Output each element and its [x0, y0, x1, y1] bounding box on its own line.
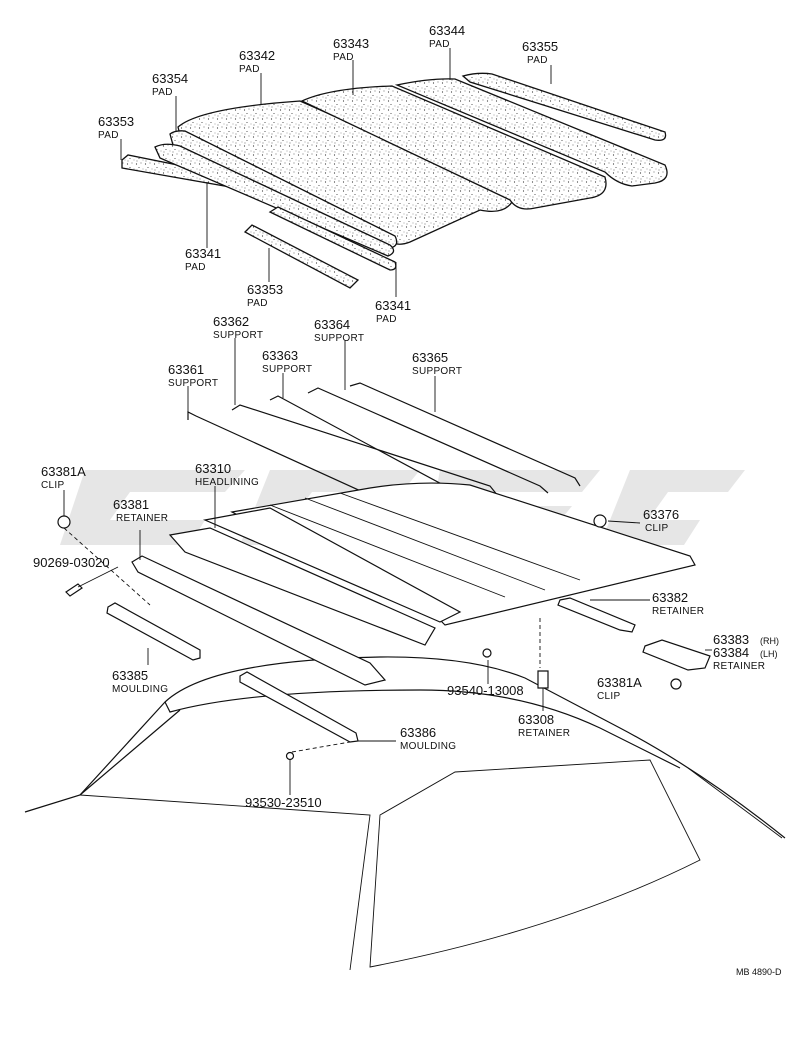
label-63344-number: 63344: [429, 23, 465, 38]
label-63386-desc: MOULDING: [400, 741, 456, 752]
label-63385-desc: MOULDING: [112, 684, 168, 695]
label-63342-number: 63342: [239, 48, 275, 63]
car-body-outline: [24, 656, 786, 971]
label-63382-desc: RETAINER: [652, 606, 704, 617]
label-63363-number: 63363: [262, 348, 298, 363]
diagram-code: MB 4890-D: [736, 967, 782, 977]
label-63355-number: 63355: [522, 39, 558, 54]
retainer-63382: [557, 597, 636, 633]
headlining-63310: [168, 482, 696, 646]
label-63362-desc: SUPPORT: [213, 330, 263, 341]
label-63343-number: 63343: [333, 36, 369, 51]
label-63376-desc: CLIP: [645, 523, 668, 534]
label-63310-desc: HEADLINING: [195, 477, 259, 488]
pad-63341-right: [268, 206, 397, 271]
label-63361-desc: SUPPORT: [168, 378, 218, 389]
clip-63376: [593, 514, 607, 528]
label-63362-number: 63362: [213, 314, 249, 329]
leader-lines: [63, 48, 712, 795]
moulding-63386: [239, 671, 359, 743]
label-63364-desc: SUPPORT: [314, 333, 364, 344]
label-63384-side: (LH): [760, 649, 778, 659]
label-63353-right-number: 63353: [247, 282, 283, 297]
label-63376-number: 63376: [643, 507, 679, 522]
label-63341-left-number: 63341: [185, 246, 221, 261]
label-63308-desc: RETAINER: [518, 728, 570, 739]
label-63384-desc: RETAINER: [713, 661, 765, 672]
label-63365-number: 63365: [412, 350, 448, 365]
retainer-63308: [537, 670, 549, 689]
support-63362: [231, 404, 499, 497]
label-90269-03020: 90269-03020: [33, 555, 110, 570]
label-63386-number: 63386: [400, 725, 436, 740]
retainer-63381: [131, 555, 387, 686]
label-63355-desc: PAD: [527, 55, 548, 66]
clip-63381A-right: [670, 678, 682, 690]
retainers-and-mouldings: [57, 514, 711, 761]
label-63353-left-number: 63353: [98, 114, 134, 129]
label-63344-desc: PAD: [429, 39, 450, 50]
label-63381-desc: RETAINER: [116, 513, 168, 524]
pad-63343: [300, 85, 607, 210]
rear-window-outline: [369, 759, 701, 968]
label-63354-number: 63354: [152, 71, 188, 86]
label-63341-right-desc: PAD: [376, 314, 397, 325]
part-labels: 63342 PAD 63343 PAD 63344 PAD 63355 PAD …: [33, 23, 782, 977]
label-63382-number: 63382: [652, 590, 688, 605]
support-63364: [307, 387, 549, 494]
label-93530-23510: 93530-23510: [245, 795, 322, 810]
label-63310-number: 63310: [195, 461, 231, 476]
support-63365: [349, 382, 581, 487]
pad-63353-right: [243, 224, 360, 289]
label-63354-desc: PAD: [152, 87, 173, 98]
screw-93530-23510: [285, 751, 295, 761]
roof-pads: [121, 72, 668, 289]
label-63383-number: 63383: [713, 632, 749, 647]
retainer-63383-63384: [642, 639, 711, 671]
label-63381A-left-desc: CLIP: [41, 480, 64, 491]
label-93540-13008: 93540-13008: [447, 683, 524, 698]
label-63341-left-desc: PAD: [185, 262, 206, 273]
clip-63381A-left: [57, 515, 71, 529]
label-63353-right-desc: PAD: [247, 298, 268, 309]
label-63341-right-number: 63341: [375, 298, 411, 313]
pad-63355: [461, 72, 667, 141]
label-63381A-right-desc: CLIP: [597, 691, 620, 702]
screw-93540-13008: [482, 648, 492, 658]
label-63383-side: (RH): [760, 636, 779, 646]
moulding-63385: [106, 602, 201, 661]
pad-63344: [394, 78, 668, 187]
label-63364-number: 63364: [314, 317, 350, 332]
label-63308-number: 63308: [518, 712, 554, 727]
label-63353-left-desc: PAD: [98, 130, 119, 141]
pad-63341-left: [154, 143, 395, 257]
label-63342-desc: PAD: [239, 64, 260, 75]
label-63343-desc: PAD: [333, 52, 354, 63]
label-63381-number: 63381: [113, 497, 149, 512]
label-63381A-left-number: 63381A: [41, 464, 86, 479]
label-63381A-right-number: 63381A: [597, 675, 642, 690]
label-63384-number: 63384: [713, 645, 749, 660]
label-63385-number: 63385: [112, 668, 148, 683]
label-63361-number: 63361: [168, 362, 204, 377]
label-63363-desc: SUPPORT: [262, 364, 312, 375]
label-63365-desc: SUPPORT: [412, 366, 462, 377]
